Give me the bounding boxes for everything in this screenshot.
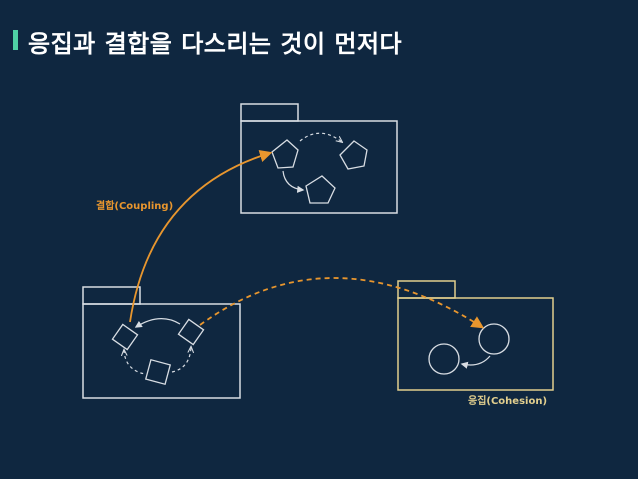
dashed-arrow-left-b xyxy=(171,347,191,373)
coupling-arrow xyxy=(129,149,273,323)
slide-title: 응집과 결합을 다스리는 것이 먼저다 xyxy=(28,30,403,58)
pentagon-b xyxy=(339,140,368,170)
package-right xyxy=(397,280,554,391)
solid-arrow-right xyxy=(460,355,491,369)
solid-arrow-top xyxy=(282,170,305,193)
square-a xyxy=(111,323,139,351)
dashed-arrow-top xyxy=(299,132,342,142)
circle-a xyxy=(478,323,510,355)
solid-arrow-left xyxy=(134,318,181,328)
dashed-dependency-arrow xyxy=(199,277,485,329)
square-b xyxy=(177,318,205,346)
pentagon-c xyxy=(305,175,336,204)
package-right-body xyxy=(397,297,554,391)
package-top-body xyxy=(240,120,398,214)
dashed-arrow-left-a xyxy=(124,350,146,375)
package-left-body xyxy=(82,303,241,399)
circle-b xyxy=(428,343,460,375)
package-top xyxy=(240,103,398,214)
package-top-tab xyxy=(240,103,299,122)
square-c xyxy=(144,358,172,386)
pentagon-a xyxy=(271,139,299,169)
package-left-tab xyxy=(82,286,141,305)
coupling-label: 결합(Coupling) xyxy=(96,199,173,212)
package-left xyxy=(82,286,241,399)
cohesion-label: 응집(Cohesion) xyxy=(468,395,547,407)
title-accent-bar xyxy=(13,30,18,50)
